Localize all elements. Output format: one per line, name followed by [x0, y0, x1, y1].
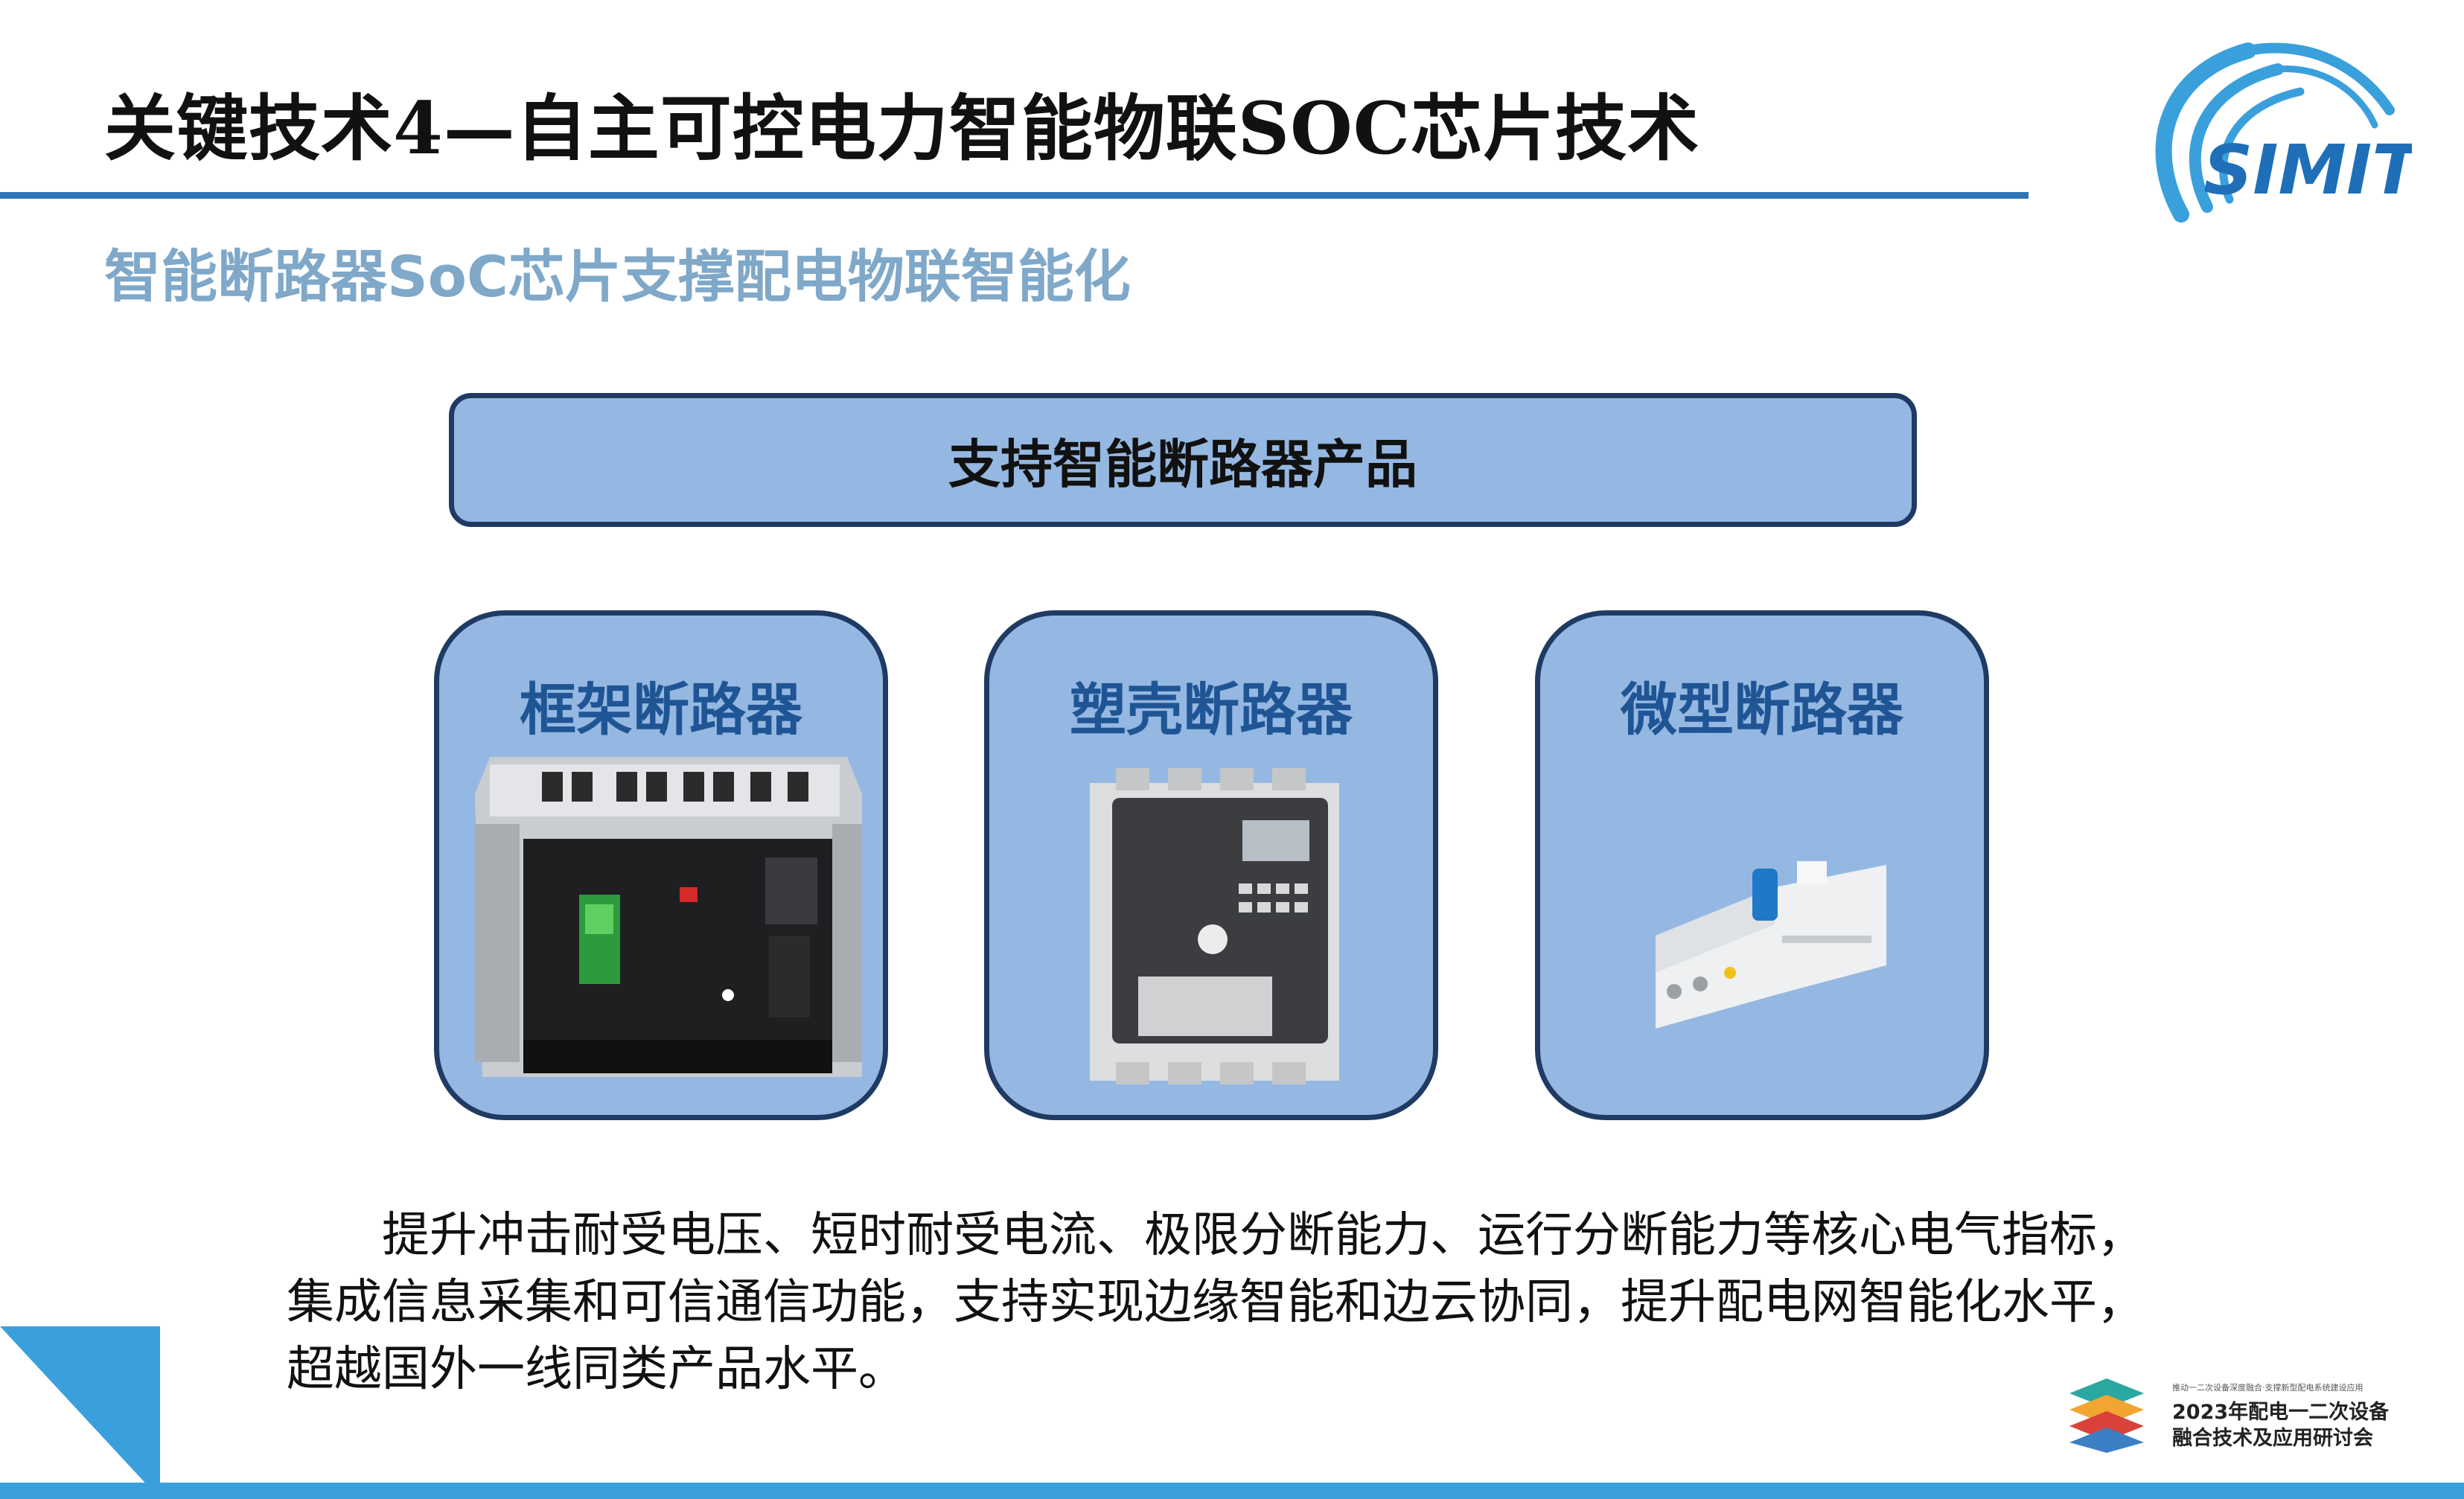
simit-logo-text: SIMIT	[2203, 130, 2412, 210]
section-subtitle: 智能断路器SoC芯片支撑配电物联智能化	[104, 243, 1131, 310]
molded-case-circuit-breaker-image	[1090, 768, 1339, 1084]
conference-title-line2: 融合技术及应用研讨会	[2172, 1427, 2373, 1450]
card-molded-case-circuit-breaker: 塑壳断路器	[984, 610, 1438, 1120]
conference-title-line1: 2023年配电一二次设备	[2172, 1401, 2390, 1424]
card-miniature-circuit-breaker: 微型断路器	[1535, 610, 1989, 1120]
miniature-circuit-breaker-image	[1656, 861, 1886, 1029]
card-title: 微型断路器	[1621, 677, 1903, 743]
description-line: 集成信息采集和可信通信功能，支持实现边缘智能和边云协同，提升配电网智能化水平，	[287, 1275, 2145, 1330]
conference-logo	[2069, 1378, 2144, 1453]
description-line: 超越国外一线同类产品水平。	[287, 1342, 906, 1397]
air-circuit-breaker-image	[475, 757, 862, 1077]
product-banner: 支持智能断路器产品	[449, 393, 1917, 527]
corner-triangle-decoration	[0, 1326, 160, 1499]
description-text: 提升冲击耐受电压、短时耐受电流、极限分断能力、运行分断能力等核心电气指标， 集成…	[287, 1202, 2177, 1403]
page-title: 关键技术4—自主可控电力智能物联SOC芯片技术	[104, 86, 1700, 170]
card-title: 框架断路器	[520, 677, 802, 743]
description-line: 提升冲击耐受电压、短时耐受电流、极限分断能力、运行分断能力等核心电气指标，	[382, 1208, 2145, 1263]
title-divider	[0, 192, 2029, 199]
bottom-bar	[0, 1483, 2464, 1499]
simit-logo: SIMIT	[2155, 42, 2412, 223]
product-banner-label: 支持智能断路器产品	[948, 433, 1417, 495]
conference-tagline: 推动一二次设备深度融合·支撑新型配电系统建设应用	[2172, 1383, 2364, 1393]
card-air-circuit-breaker: 框架断路器	[434, 610, 888, 1120]
card-title: 塑壳断路器	[1070, 677, 1353, 743]
